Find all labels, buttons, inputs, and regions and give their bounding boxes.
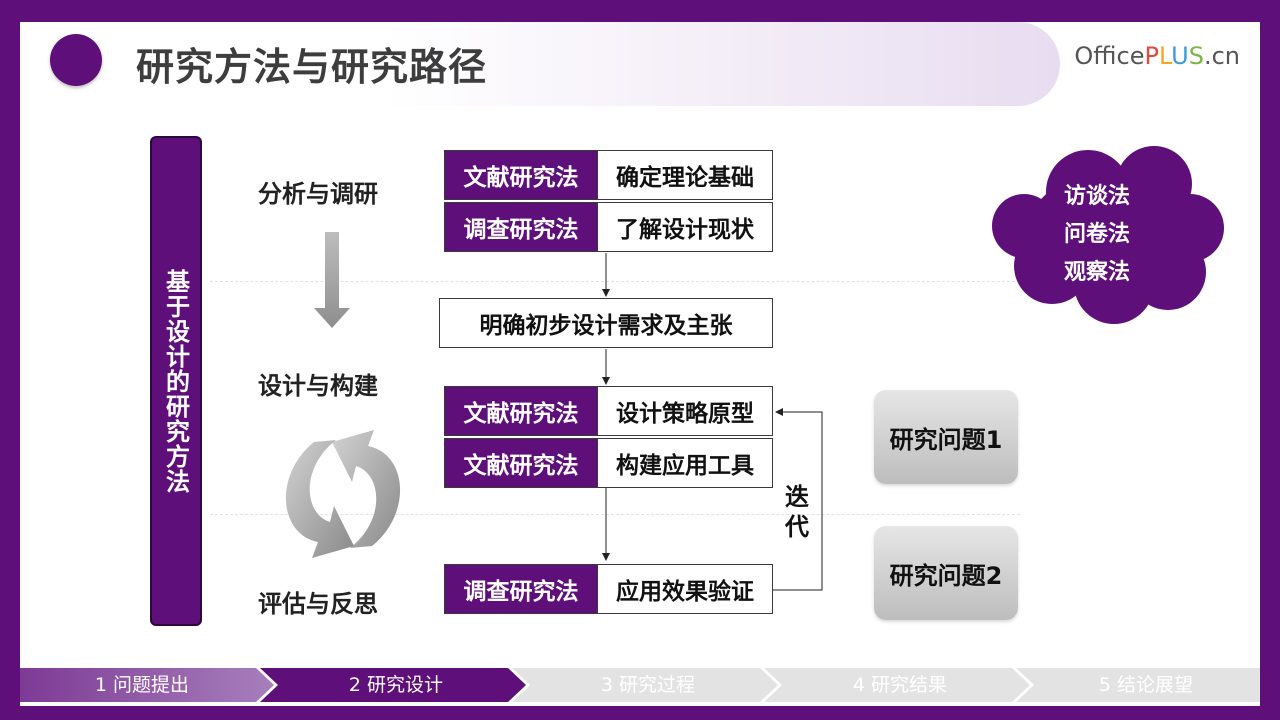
nav-step-4[interactable]: 4 研究结果	[852, 674, 948, 696]
method-cell-5: 调查研究法	[444, 564, 598, 614]
nav-step-3-shape	[512, 668, 778, 702]
task-cell-4: 构建应用工具	[597, 438, 773, 488]
nav-step-1[interactable]: 1 问题提出	[94, 674, 190, 696]
cycle-icon	[285, 430, 401, 558]
summary-box: 明确初步设计需求及主张	[439, 298, 773, 348]
task-cell-3: 设计策略原型	[597, 386, 773, 436]
iteration-loop-line	[773, 408, 823, 591]
nav-step-4-shape	[764, 668, 1030, 702]
divider-line-1	[210, 281, 1020, 282]
nav-step-2-shape	[260, 668, 526, 702]
header-band	[20, 22, 1060, 106]
method-cell-1: 文献研究法	[444, 150, 598, 200]
cloud-item-interview: 访谈法	[1063, 184, 1130, 209]
nav-step-1-shape	[20, 668, 274, 702]
research-question-1: 研究问题1	[874, 390, 1018, 484]
down-arrow-icon	[314, 232, 350, 328]
research-question-2: 研究问题2	[874, 526, 1018, 620]
slide: 研究方法与研究路径 OfficePLUS.cn 基于设计的研究方法 分析与调研 …	[20, 22, 1260, 706]
stage-analysis: 分析与调研	[258, 180, 378, 208]
section-nav: 1 问题提出 2 研究设计 3 研究过程 4 研究结果 5 结论展望	[20, 668, 1260, 706]
officeplus-logo: OfficePLUS.cn	[1074, 42, 1240, 70]
nav-shapes	[20, 668, 1260, 702]
cloud-shape	[992, 146, 1224, 324]
title-bullet	[50, 34, 102, 86]
nav-step-5-shape	[1016, 668, 1260, 702]
nav-step-5[interactable]: 5 结论展望	[1098, 674, 1194, 696]
stage-design: 设计与构建	[258, 372, 378, 400]
cloud-item-questionnaire: 问卷法	[1063, 222, 1130, 247]
iteration-label: 迭代	[785, 483, 809, 541]
cloud-item-observation: 观察法	[1063, 260, 1130, 285]
stage-evaluation: 评估与反思	[258, 590, 378, 618]
diagram-graphics	[285, 146, 1224, 591]
method-cell-3: 文献研究法	[444, 386, 598, 436]
page-title: 研究方法与研究路径	[136, 45, 488, 89]
sidebar-method-label: 基于设计的研究方法	[150, 136, 202, 626]
task-cell-1: 确定理论基础	[597, 150, 773, 200]
divider-line-2	[210, 514, 1020, 515]
task-cell-5: 应用效果验证	[597, 564, 773, 614]
task-cell-2: 了解设计现状	[597, 202, 773, 252]
nav-step-3[interactable]: 3 研究过程	[600, 674, 696, 696]
nav-step-2[interactable]: 2 研究设计	[348, 674, 444, 696]
method-cell-2: 调查研究法	[444, 202, 598, 252]
method-cell-4: 文献研究法	[444, 438, 598, 488]
